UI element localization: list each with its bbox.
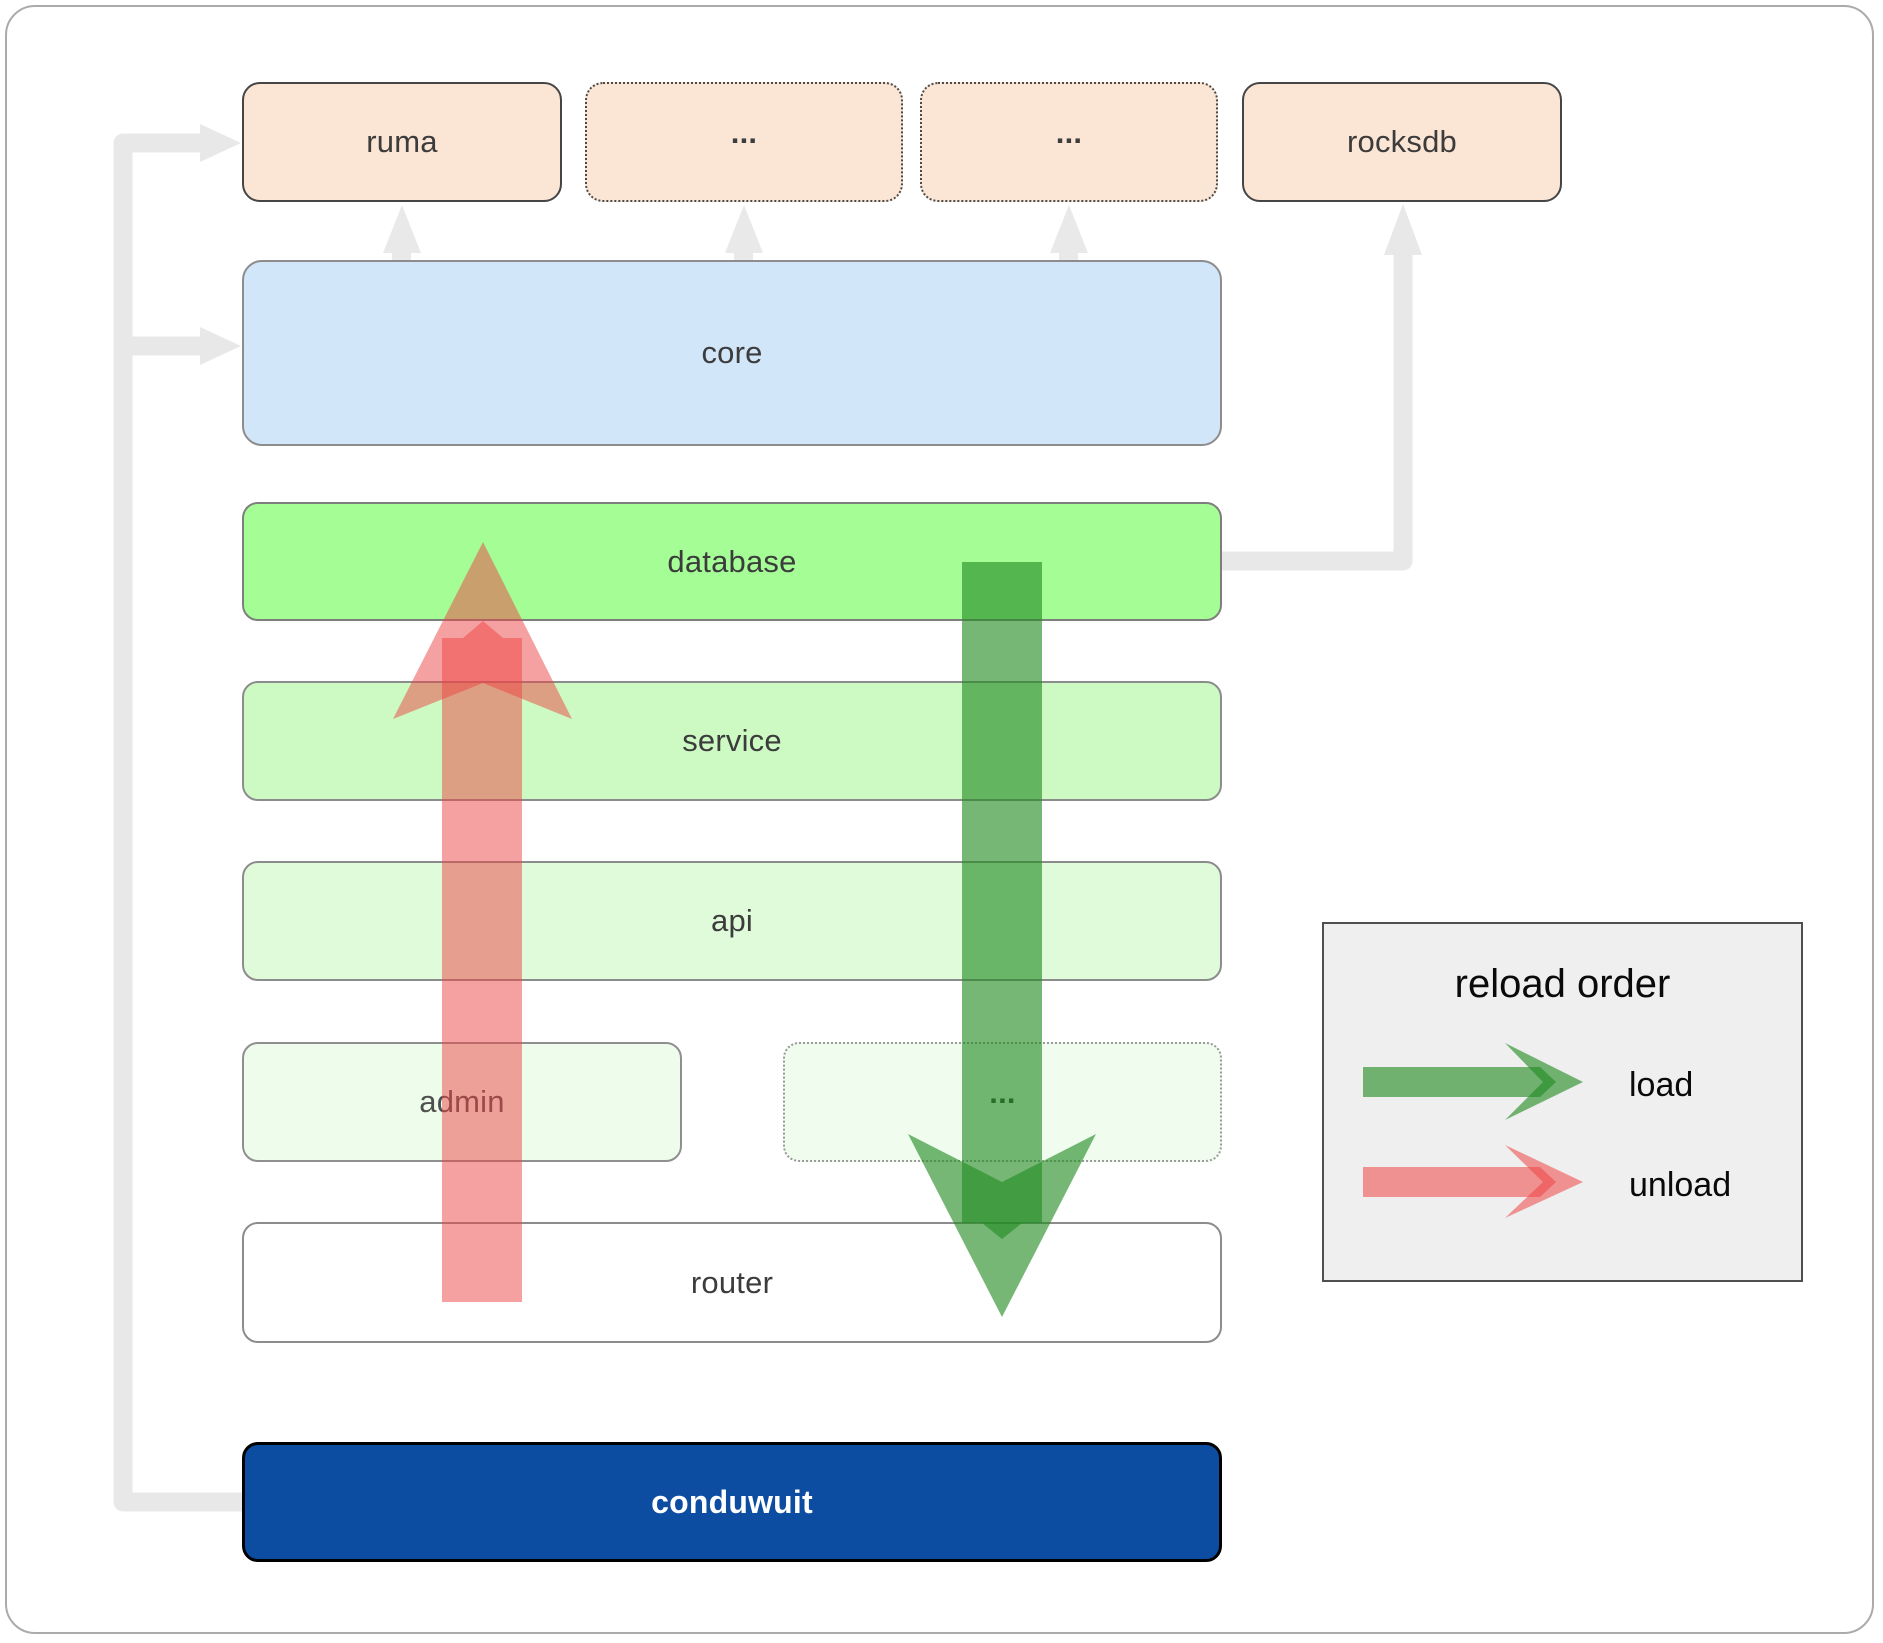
box-router: router xyxy=(242,1222,1222,1343)
box-service: service xyxy=(242,681,1222,801)
box-rocksdb: rocksdb xyxy=(1242,82,1562,202)
box-module-placeholder-1: ... xyxy=(585,82,903,202)
box-core-label: core xyxy=(701,335,763,370)
legend-panel: reload order load unload xyxy=(1322,922,1803,1282)
box-rocksdb-label: rocksdb xyxy=(1347,124,1457,159)
box-module-placeholder-2-label: ... xyxy=(1055,115,1083,150)
box-admin-label: admin xyxy=(419,1084,505,1119)
box-service-placeholder-label: ... xyxy=(989,1075,1016,1110)
legend-unload-label: unload xyxy=(1629,1166,1732,1204)
box-ruma: ruma xyxy=(242,82,562,202)
legend-load-label: load xyxy=(1629,1066,1694,1104)
box-service-placeholder: ... xyxy=(783,1042,1222,1162)
box-core: core xyxy=(242,260,1222,446)
box-conduwuit-label: conduwuit xyxy=(651,1483,813,1520)
box-admin: admin xyxy=(242,1042,682,1162)
box-ruma-label: ruma xyxy=(366,124,438,159)
box-service-label: service xyxy=(682,723,782,758)
box-api: api xyxy=(242,861,1222,981)
box-database: database xyxy=(242,502,1222,621)
diagram-frame xyxy=(5,5,1874,1634)
box-api-label: api xyxy=(711,903,753,938)
box-router-label: router xyxy=(690,1264,774,1300)
box-module-placeholder-2: ... xyxy=(920,82,1218,202)
box-module-placeholder-1-label: ... xyxy=(730,115,758,150)
box-conduwuit: conduwuit xyxy=(242,1442,1222,1562)
legend-title: reload order xyxy=(1454,962,1671,1006)
box-database-label: database xyxy=(667,543,797,579)
